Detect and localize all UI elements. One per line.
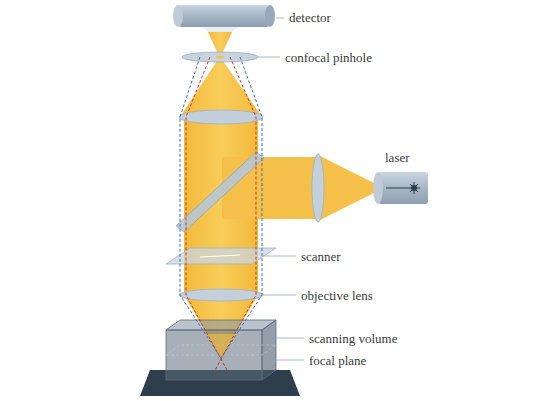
laser-end: [373, 172, 383, 204]
ray-path: [186, 57, 228, 372]
part-label: detector: [288, 10, 332, 25]
part-label: scanning volume: [308, 331, 398, 346]
part-label: focal plane: [308, 353, 367, 368]
part-label: objective lens: [300, 288, 374, 303]
detector-window: [202, 27, 238, 32]
beam-splitter: [176, 152, 264, 232]
detector-end: [173, 5, 183, 27]
objective-lens: [179, 289, 263, 301]
part-label: laser: [384, 150, 411, 165]
leader-lines: [258, 18, 304, 360]
laser-body: [378, 172, 428, 204]
lens: [179, 110, 263, 124]
laser-rays: [408, 182, 420, 194]
part-label: confocal pinhole: [284, 50, 373, 65]
lens: [312, 154, 324, 222]
scanner-mirror: [166, 248, 276, 264]
pinhole-plate: [182, 52, 258, 62]
laser-beam: [318, 155, 380, 221]
laser-beam: [222, 157, 318, 219]
volume-top: [166, 320, 276, 330]
ray-path: [214, 57, 256, 372]
pinhole: [216, 56, 224, 59]
scanner-arrow: [200, 255, 240, 257]
part-label: scanner: [300, 249, 342, 264]
laser-line: [386, 188, 408, 189]
volume-side: [262, 320, 276, 380]
detector-body: [178, 5, 270, 27]
detector-end: [265, 5, 275, 27]
beam: [180, 58, 262, 117]
